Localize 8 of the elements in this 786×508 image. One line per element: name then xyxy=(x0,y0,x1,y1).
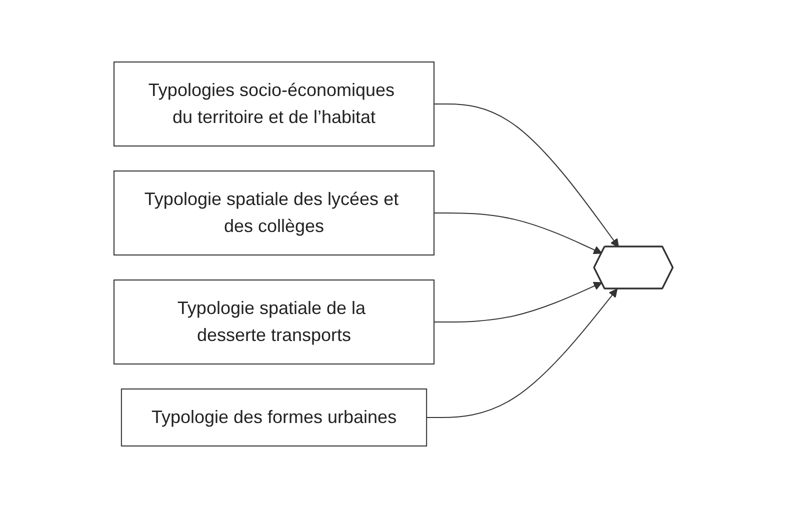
node-box: Typologie spatiale des lycées et des collèges xyxy=(113,170,434,256)
node-box: Typologies socio-économiques du territoire et de l’habitat xyxy=(113,62,434,146)
arrow xyxy=(433,104,619,248)
arrow xyxy=(426,288,618,418)
node-box: Typologie des formes urbaines xyxy=(120,388,427,446)
arrow xyxy=(433,212,602,254)
arrow xyxy=(433,282,602,322)
node-box: Typologie spatiale de la desserte transports xyxy=(113,280,434,364)
